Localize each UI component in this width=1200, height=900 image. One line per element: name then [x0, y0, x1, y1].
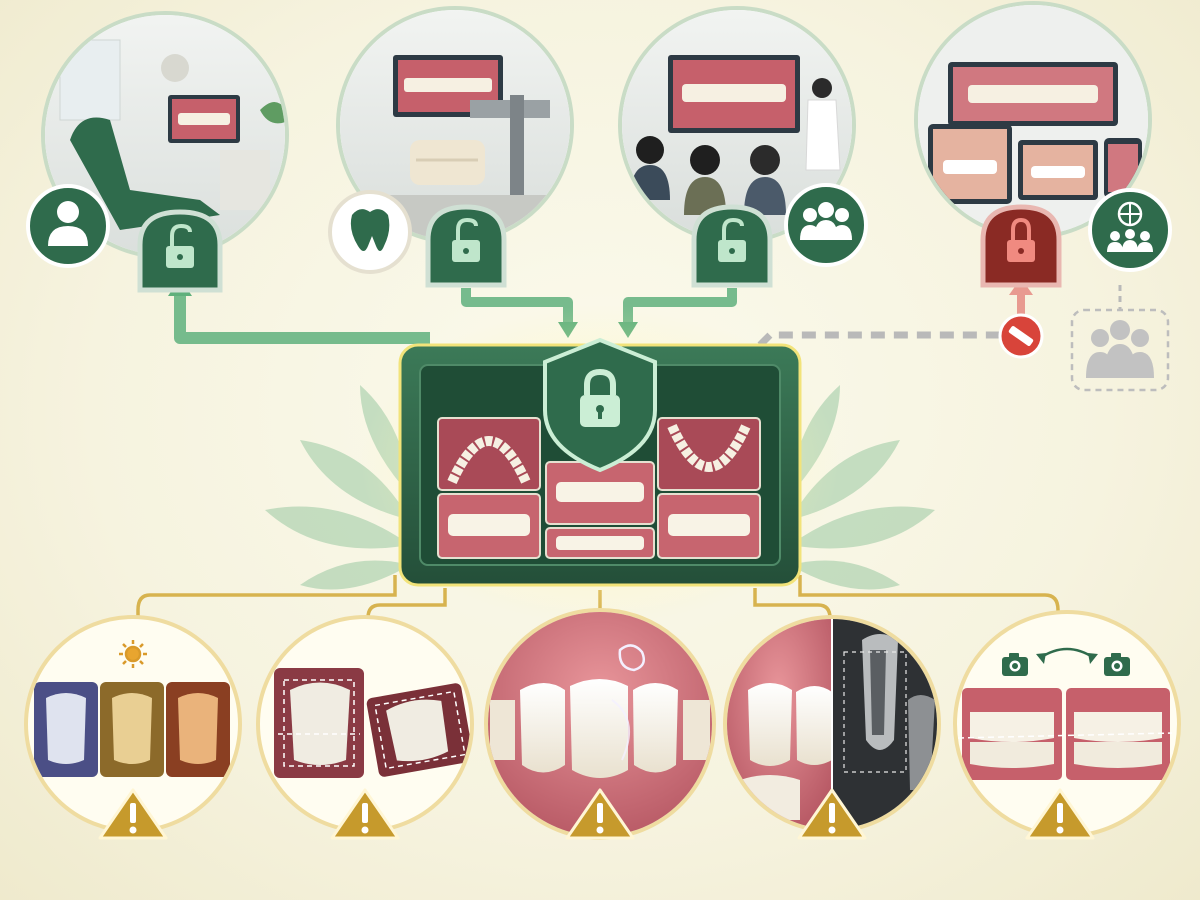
vault-photo-upper-arch: [437, 417, 541, 491]
warning-icon: [330, 788, 400, 840]
camera-icon: [1002, 653, 1028, 676]
risk-node-radiograph: [723, 615, 941, 840]
warning-icon: [98, 788, 168, 840]
secure-photo-vault: [360, 305, 840, 625]
connector-clinic: [174, 292, 430, 344]
angled-frame: [374, 690, 466, 770]
access-node-lab: [328, 6, 574, 288]
padlock-open-icon: [691, 204, 773, 288]
sun-icon: [119, 640, 147, 668]
access-node-clinic: [26, 11, 289, 293]
edit-artifact: [618, 644, 645, 672]
warning-icon: [565, 788, 635, 840]
camera-icon: [1104, 653, 1130, 676]
padlock-open-icon: [137, 209, 223, 293]
padlock-closed-icon: [980, 204, 1062, 288]
alignment-line: [957, 732, 1173, 739]
warning-icon: [1025, 788, 1095, 840]
vault-photo-lower-arch: [657, 417, 761, 491]
crop-frame: [283, 679, 355, 767]
access-node-public: [914, 1, 1172, 392]
risk-node-before-after: [953, 610, 1181, 840]
blocked-users-icon: [1070, 308, 1170, 392]
vault-photo-grid: [437, 417, 761, 559]
risk-node-crop-angle: [256, 615, 474, 840]
risk-node-manipulation: [484, 608, 716, 840]
no-entry-icon: [998, 313, 1044, 359]
shield-lock-icon: [543, 337, 657, 473]
connector-public-blocked: [757, 331, 1000, 348]
access-node-education: [618, 6, 868, 288]
padlock-open-icon: [425, 204, 507, 288]
warning-icon: [797, 788, 867, 840]
risk-node-color-shade: [24, 615, 242, 840]
